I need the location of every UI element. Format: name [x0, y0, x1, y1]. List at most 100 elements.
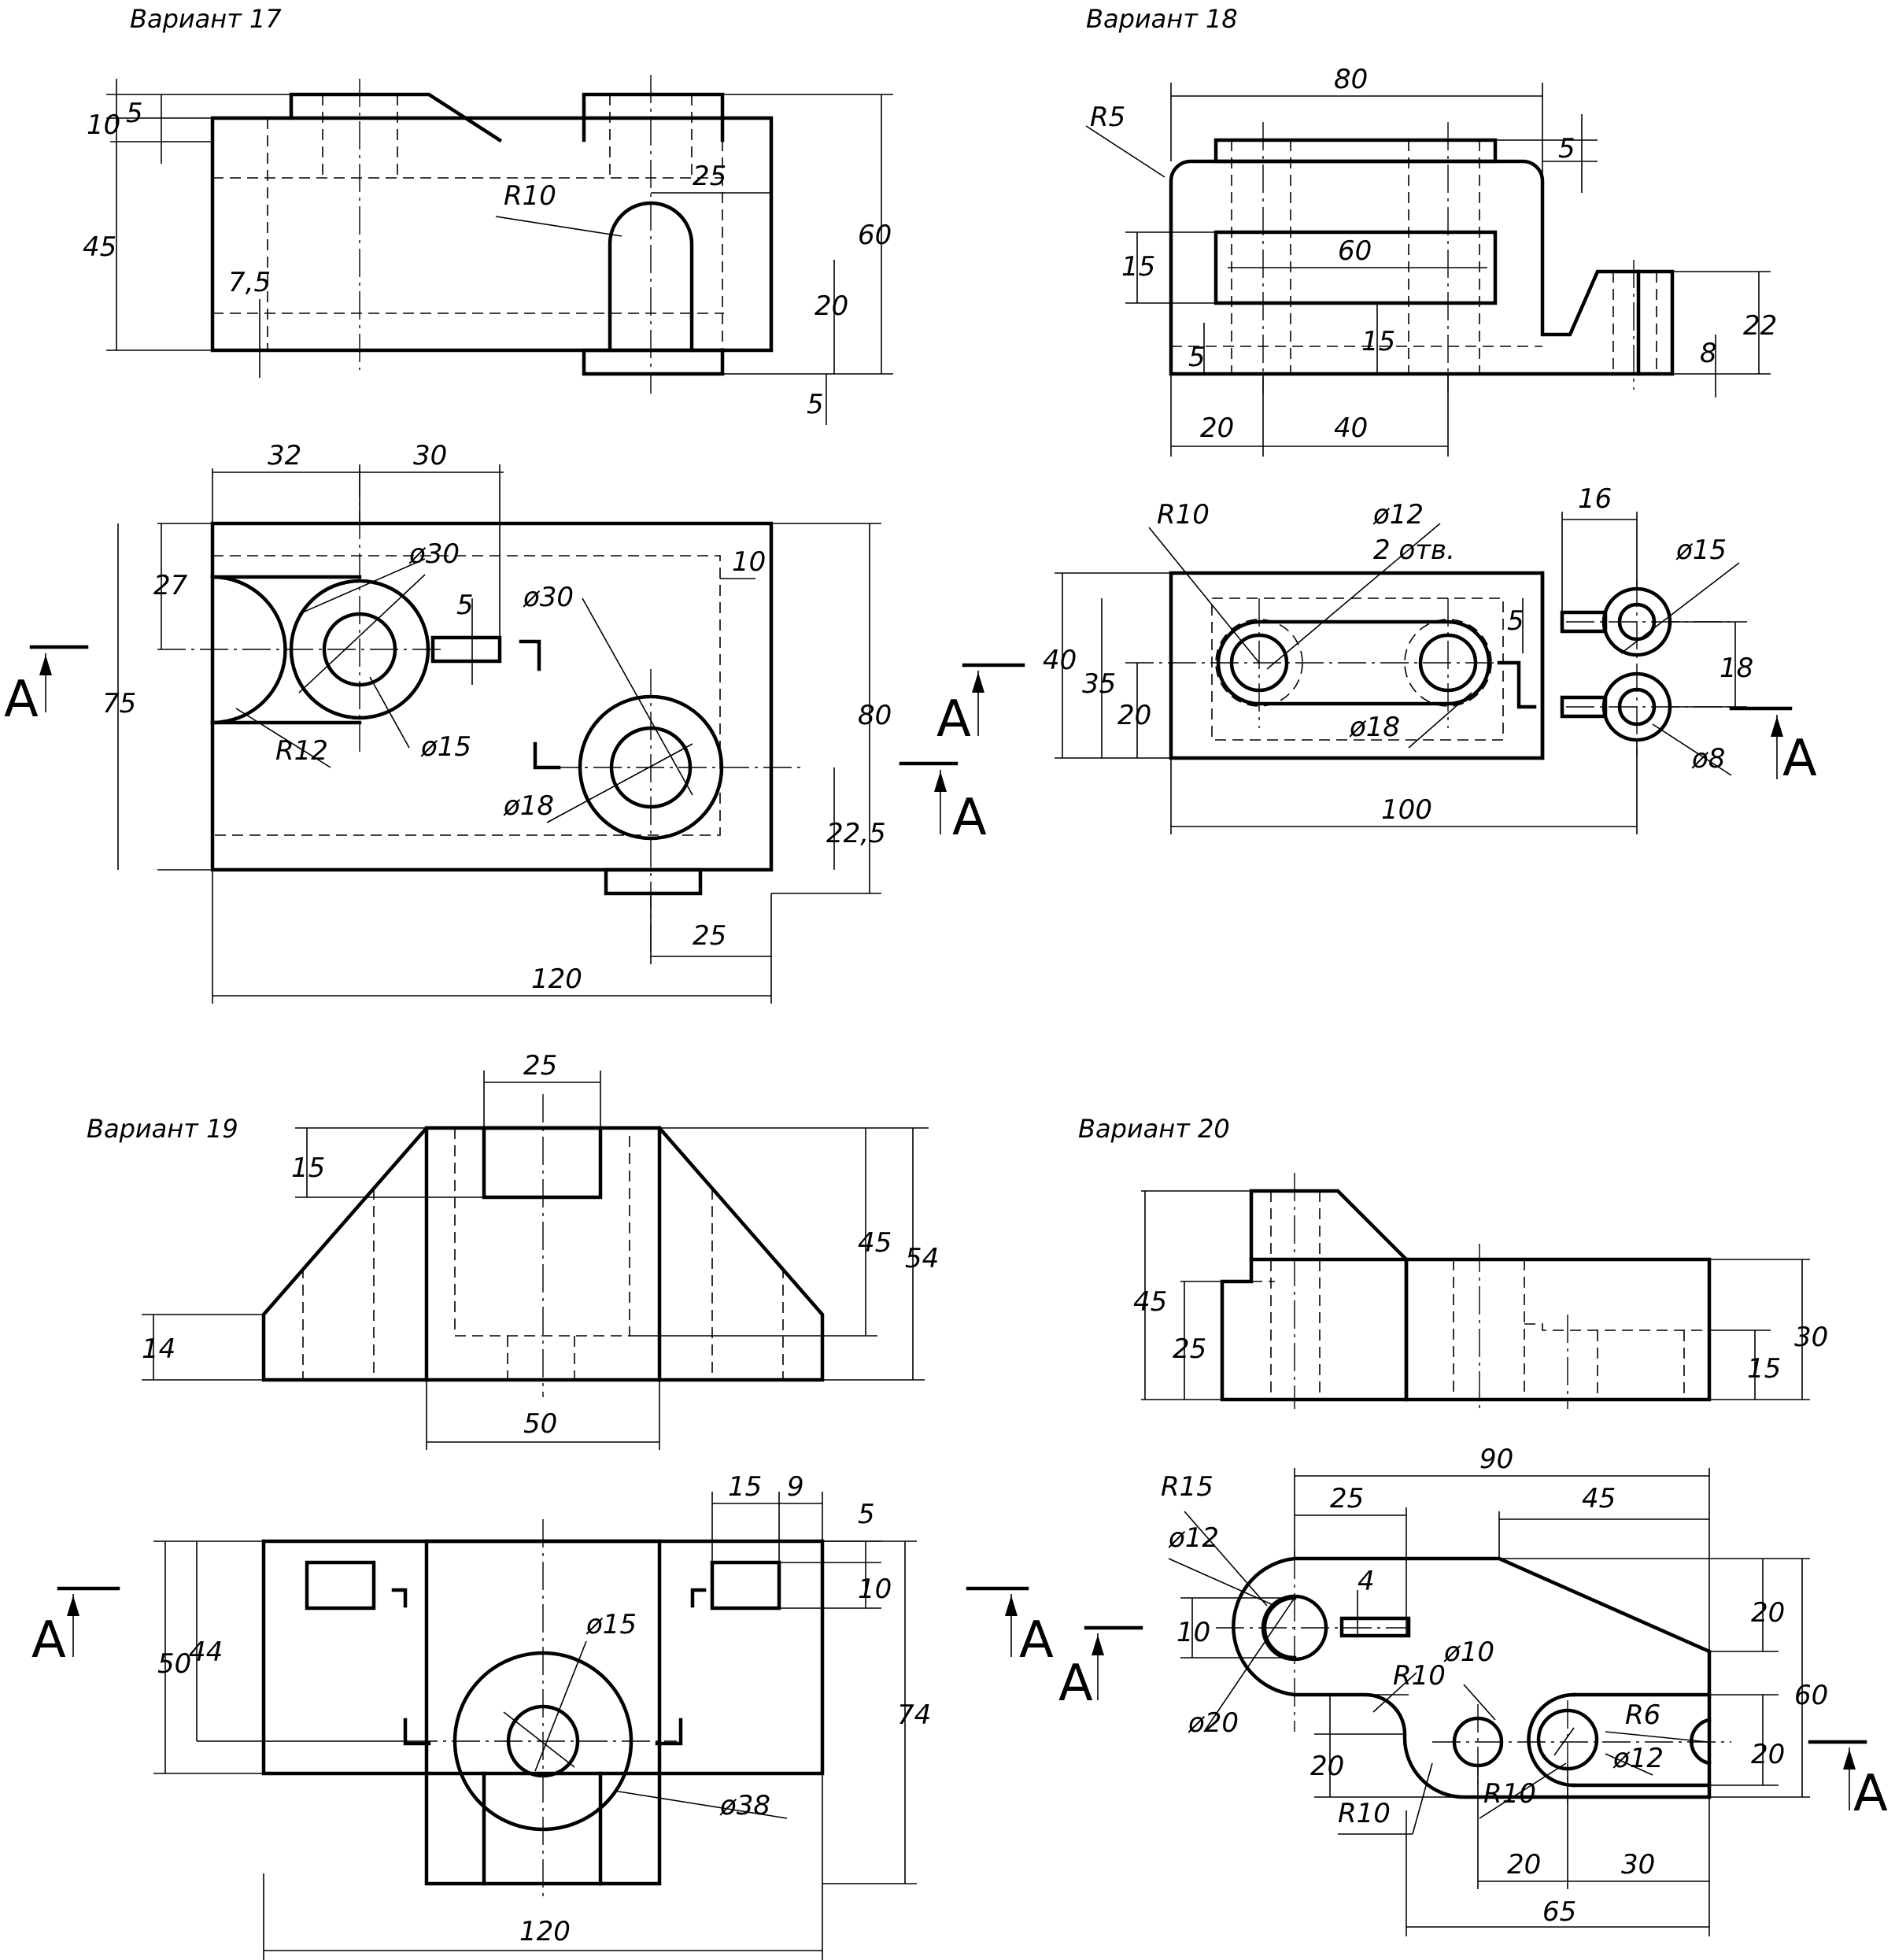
- dim-v18-16: 16: [1578, 483, 1612, 515]
- dim-v20-d12: ø12: [1168, 1522, 1219, 1554]
- dim-v18-d18: ø18: [1349, 712, 1400, 743]
- dim-v20-45b: 45: [1582, 1483, 1616, 1514]
- v20-section-markers: A A: [1058, 1625, 1888, 1823]
- v19-front-view: [261, 1094, 825, 1397]
- dim-v20-25b: 25: [1330, 1483, 1364, 1514]
- v19-dimensions: 25 15 45 54 14 50 15 9 5 10 50 44 ø15 74…: [142, 1050, 939, 1960]
- dim-v17-d30: ø30: [408, 538, 460, 570]
- v18-dimensions: 80 R5 5 15 60 15 5 22 8 20 40 R10 ø12 2 …: [1043, 64, 1777, 834]
- dim-v20-90: 90: [1479, 1444, 1513, 1475]
- dim-v19-74: 74: [897, 1699, 931, 1731]
- dim-v17-120: 120: [531, 963, 582, 995]
- dim-v18-35: 35: [1082, 668, 1116, 700]
- dim-v17-45: 45: [83, 231, 116, 263]
- dim-v20-10: 10: [1177, 1617, 1210, 1648]
- dim-v17-32: 32: [268, 440, 301, 472]
- v18-front-view: [1169, 122, 1675, 394]
- dim-v18-20b: 20: [1117, 700, 1151, 731]
- v19-top-view: [261, 1519, 825, 1901]
- dim-v19-50b: 50: [157, 1648, 191, 1680]
- dim-v17-r10: R10: [504, 180, 556, 212]
- dim-v19-10: 10: [858, 1574, 892, 1605]
- dim-v19-9: 9: [787, 1471, 804, 1503]
- dim-v19-d38: ø38: [719, 1790, 770, 1821]
- dim-v20-30b: 30: [1621, 1849, 1655, 1880]
- dim-v19-44: 44: [189, 1636, 223, 1668]
- dim-v17-22-5: 22,5: [826, 818, 886, 849]
- dim-v17-7-5: 7,5: [228, 267, 271, 298]
- dim-v18-60: 60: [1338, 235, 1372, 267]
- dim-v18-100: 100: [1381, 794, 1432, 826]
- dim-v20-r10b: R10: [1483, 1778, 1536, 1810]
- dim-v19-45: 45: [858, 1227, 892, 1259]
- dim-v19-120: 120: [519, 1916, 571, 1947]
- dim-v17-5c: 5: [456, 590, 474, 621]
- dim-v20-d12b: ø12: [1612, 1743, 1664, 1774]
- dim-v19-14: 14: [142, 1333, 175, 1365]
- section-label-a: A: [4, 671, 39, 729]
- dim-v20-20c: 20: [1310, 1751, 1344, 1782]
- v20-dimensions: 45 25 30 15 90 25 45 R15 ø12 4 10 20 R10…: [1133, 1190, 1828, 1936]
- dim-v20-r10c: R10: [1338, 1798, 1391, 1829]
- dim-v20-60: 60: [1794, 1680, 1828, 1711]
- dim-v17-25b: 25: [693, 920, 726, 952]
- variant-18: Вариант 18: [936, 4, 1817, 834]
- dim-v17-10b: 10: [732, 546, 766, 578]
- section-label-a: A: [936, 690, 971, 749]
- dim-v18-d15: ø15: [1675, 534, 1727, 566]
- dim-v20-45: 45: [1133, 1286, 1167, 1318]
- variant-18-title: Вариант 18: [1086, 4, 1238, 34]
- dim-v20-65: 65: [1542, 1896, 1576, 1928]
- variant-20-title: Вариант 20: [1078, 1114, 1230, 1144]
- dim-v18-5b: 5: [1188, 342, 1206, 373]
- dim-v19-5: 5: [858, 1499, 875, 1530]
- dim-v18-22: 22: [1743, 310, 1777, 342]
- dim-v19-d15: ø15: [585, 1609, 637, 1640]
- dim-v20-20b: 20: [1751, 1739, 1785, 1770]
- dim-v20-4: 4: [1358, 1566, 1375, 1597]
- dim-v20-r15: R15: [1161, 1471, 1213, 1503]
- dim-v18-2holes: 2 отв.: [1373, 534, 1455, 566]
- dim-v17-10: 10: [87, 109, 120, 141]
- dim-v17-r12: R12: [275, 735, 328, 767]
- dim-v18-5: 5: [1558, 133, 1575, 165]
- dim-v20-30: 30: [1794, 1322, 1828, 1353]
- dim-v17-d15: ø15: [420, 731, 471, 763]
- dim-v17-d18: ø18: [503, 790, 554, 822]
- dim-v17-d30b: ø30: [523, 582, 574, 613]
- dim-v19-15b: 15: [728, 1471, 762, 1503]
- v18-section-markers: A A: [936, 663, 1817, 788]
- section-label-a: A: [1782, 730, 1817, 788]
- dim-v17-5b: 5: [807, 389, 824, 420]
- dim-v20-20: 20: [1751, 1597, 1785, 1629]
- variant-20: Вариант 20: [1058, 1114, 1888, 1936]
- v20-front-view: [1220, 1173, 1712, 1409]
- variant-19: Вариант 19: [31, 1050, 1054, 1960]
- dim-v17-25: 25: [693, 161, 726, 192]
- dim-v18-8: 8: [1700, 338, 1717, 369]
- dim-v20-d10: ø10: [1443, 1636, 1494, 1668]
- dim-v20-15: 15: [1747, 1353, 1781, 1385]
- dim-v20-20d: 20: [1507, 1849, 1541, 1880]
- dim-v20-25: 25: [1173, 1333, 1206, 1365]
- dim-v18-20: 20: [1200, 412, 1234, 444]
- dim-v18-40b: 40: [1043, 645, 1077, 676]
- dim-v17-30: 30: [413, 440, 447, 472]
- dim-v18-5c: 5: [1507, 605, 1524, 637]
- v17-front-view: [210, 75, 774, 394]
- dim-v19-54: 54: [905, 1243, 939, 1274]
- section-label-a: A: [1853, 1765, 1888, 1823]
- dim-v17-60: 60: [858, 220, 892, 251]
- dim-v17-27: 27: [153, 570, 188, 601]
- variant-17-title: Вариант 17: [130, 4, 282, 34]
- dim-v18-40: 40: [1334, 412, 1368, 444]
- dim-v18-r10: R10: [1157, 499, 1210, 531]
- dim-v18-80: 80: [1334, 64, 1368, 95]
- dim-v20-r6: R6: [1625, 1699, 1660, 1731]
- v17-section-markers: A A: [4, 645, 987, 847]
- dim-v17-75: 75: [102, 688, 136, 719]
- dim-v18-d8: ø8: [1691, 743, 1725, 775]
- dim-v18-r5: R5: [1090, 102, 1125, 133]
- variant-17: Вариант 17: [4, 4, 987, 1004]
